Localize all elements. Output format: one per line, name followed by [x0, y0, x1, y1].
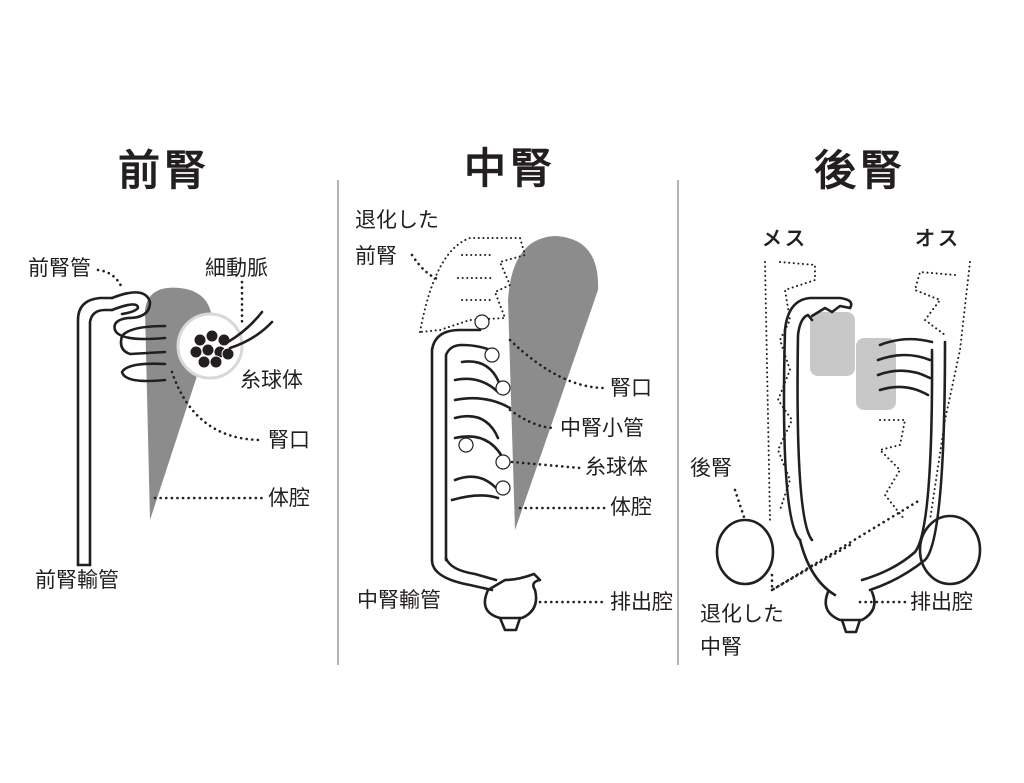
label-outlet: 中腎輸管 [357, 588, 441, 612]
glomerulus-balls [189, 329, 235, 369]
label-glomerulus: 糸球体 [585, 455, 648, 479]
label-metanephros: 後腎 [690, 456, 732, 480]
label-female: メス [762, 226, 808, 250]
label-pronephric-duct: 前腎管 [28, 256, 91, 280]
label-degenerated-2: 前腎 [355, 244, 397, 268]
panel-title-pronephros: 前腎 [118, 146, 211, 195]
female-gonad [810, 312, 855, 376]
label-cloaca: 排出腔 [910, 590, 973, 614]
panel-title-mesonephros: 中腎 [464, 144, 557, 193]
mesonephros-drawing [410, 236, 607, 632]
male-gonad [856, 338, 896, 410]
label-tubule: 中腎小管 [560, 416, 644, 440]
metanephros-drawing [715, 261, 982, 634]
label-male: オス [915, 226, 961, 250]
pronephros-drawing [76, 268, 274, 567]
coelom-shape [508, 236, 599, 530]
label-nephrostome: 腎口 [610, 376, 652, 400]
right-kidney [918, 514, 982, 586]
label-coelom: 体腔 [610, 495, 652, 519]
label-glomerulus: 糸球体 [240, 368, 303, 392]
label-coelom: 体腔 [268, 486, 310, 510]
label-arteriole: 細動脈 [205, 256, 268, 280]
label-degenerated-1: 退化した [700, 602, 784, 626]
label-degenerated-2: 中腎 [700, 635, 742, 659]
label-nephrostome: 腎口 [268, 428, 310, 452]
label-degenerated-1: 退化した [355, 208, 439, 232]
label-outlet: 前腎輸管 [35, 568, 119, 592]
glomeruli [458, 314, 511, 496]
panel-title-metanephros: 後腎 [814, 146, 907, 195]
left-kidney [715, 518, 775, 586]
label-cloaca: 排出腔 [610, 590, 673, 614]
